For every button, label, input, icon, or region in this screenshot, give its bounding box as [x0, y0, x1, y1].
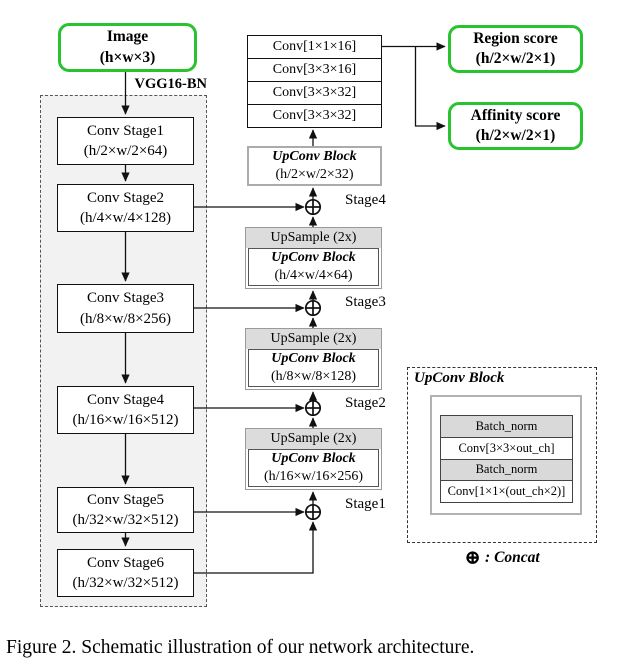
detail-layer-batchnorm-1: Batch_norm: [441, 416, 572, 438]
conv-layer-1x1x16: Conv[1×1×16]: [248, 36, 381, 59]
conv-layer-3x3x16: Conv[3×3×16]: [248, 59, 381, 82]
decoder-block-h8-dims: (h/8×w/8×128): [270, 368, 356, 384]
input-image-box: Image (h×w×3): [58, 23, 197, 72]
decoder-block-h8: UpSample (2x) UpConv Block (h/8×w/8×128): [245, 328, 382, 390]
detail-layer-conv3x3: Conv[3×3×out_ch]: [441, 437, 572, 460]
stage3-label: Stage3: [345, 294, 386, 310]
stage4-label: Stage4: [345, 192, 386, 208]
upconv-detail-title: UpConv Block: [414, 370, 505, 386]
stage1-label: Stage1: [345, 496, 386, 512]
final-upconv-block: UpConv Block (h/2×w/2×32): [247, 146, 382, 186]
conv-layer-3x3x32-a: Conv[3×3×32]: [248, 82, 381, 105]
conv-stage1-name: Conv Stage1: [86, 122, 165, 139]
decoder-block-h4-dims: (h/4×w/4×64): [274, 267, 353, 283]
conv-layer-3x3x32-b: Conv[3×3×32]: [248, 105, 381, 127]
decoder-block-h16-title: UpConv Block: [271, 450, 356, 466]
conv-stage3-box: Conv Stage3 (h/8×w/8×256): [57, 284, 194, 333]
concat-symbol-icon: ⊕: [464, 547, 482, 569]
vgg-backbone-label: VGG16-BN: [134, 76, 208, 92]
conv-stage3-dims: (h/8×w/8×256): [79, 310, 172, 327]
detail-layer-batchnorm-2: Batch_norm: [441, 459, 572, 482]
conv-stage2-dims: (h/4×w/4×128): [79, 210, 172, 226]
concat-node-stage1: [304, 503, 322, 521]
conv-stage1-dims: (h/2×w/2×64): [83, 143, 168, 159]
conv-stage4-name: Conv Stage4: [86, 391, 165, 408]
concat-node-stage4: [304, 198, 322, 216]
input-image-dims: (h×w×3): [99, 48, 156, 66]
conv-stage6-dims: (h/32×w/32×512): [72, 575, 179, 591]
conv-stage5-dims: (h/32×w/32×512): [72, 512, 179, 528]
region-score-dims: (h/2×w/2×1): [475, 50, 556, 67]
concat-legend: ⊕ : Concat: [407, 548, 597, 568]
decoder-block-h16-dims: (h/16×w/16×256): [263, 468, 363, 484]
input-image-title: Image: [106, 28, 149, 46]
conv-stage1-box: Conv Stage1 (h/2×w/2×64): [57, 117, 194, 165]
conv-stage5-box: Conv Stage5 (h/32×w/32×512): [57, 487, 194, 533]
affinity-score-box: Affinity score (h/2×w/2×1): [448, 102, 583, 150]
final-upconv-dims: (h/2×w/2×32): [275, 167, 354, 182]
concat-node-stage2: [304, 399, 322, 417]
final-upconv-title: UpConv Block: [272, 148, 357, 164]
region-score-box: Region score (h/2×w/2×1): [448, 25, 583, 73]
conv-stage2-box: Conv Stage2 (h/4×w/4×128): [57, 184, 194, 232]
decoder-block-h16-upsample: UpSample (2x): [246, 429, 381, 449]
region-score-title: Region score: [473, 29, 558, 47]
conv-stage4-dims: (h/16×w/16×512): [72, 412, 179, 428]
conv-stage3-name: Conv Stage3: [86, 290, 165, 307]
affinity-score-title: Affinity score: [470, 106, 561, 124]
decoder-block-h8-title: UpConv Block: [271, 350, 356, 366]
decoder-block-h16: UpSample (2x) UpConv Block (h/16×w/16×25…: [245, 428, 382, 490]
decoder-block-h4: UpSample (2x) UpConv Block (h/4×w/4×64): [245, 227, 382, 289]
concat-node-stage3: [304, 299, 322, 317]
figure-caption: Figure 2. Schematic illustration of our …: [6, 637, 475, 658]
conv-stage5-name: Conv Stage5: [86, 491, 165, 508]
affinity-score-dims: (h/2×w/2×1): [475, 127, 556, 144]
decoder-block-h4-title: UpConv Block: [271, 249, 356, 265]
conv-stage6-name: Conv Stage6: [86, 554, 165, 571]
stage2-label: Stage2: [345, 395, 386, 411]
conv-stage4-box: Conv Stage4 (h/16×w/16×512): [57, 386, 194, 434]
concat-legend-label: : Concat: [485, 549, 540, 566]
decoder-block-h4-upsample: UpSample (2x): [246, 228, 381, 248]
conv-stage2-name: Conv Stage2: [86, 189, 165, 206]
upconv-detail-layers: Batch_norm Conv[3×3×out_ch] Batch_norm C…: [440, 415, 573, 503]
decoder-block-h8-upsample: UpSample (2x): [246, 329, 381, 349]
detail-layer-conv1x1: Conv[1×1×(out_ch×2)]: [441, 481, 572, 502]
prediction-conv-stack: Conv[1×1×16] Conv[3×3×16] Conv[3×3×32] C…: [247, 35, 382, 128]
conv-stage6-box: Conv Stage6 (h/32×w/32×512): [57, 549, 194, 597]
